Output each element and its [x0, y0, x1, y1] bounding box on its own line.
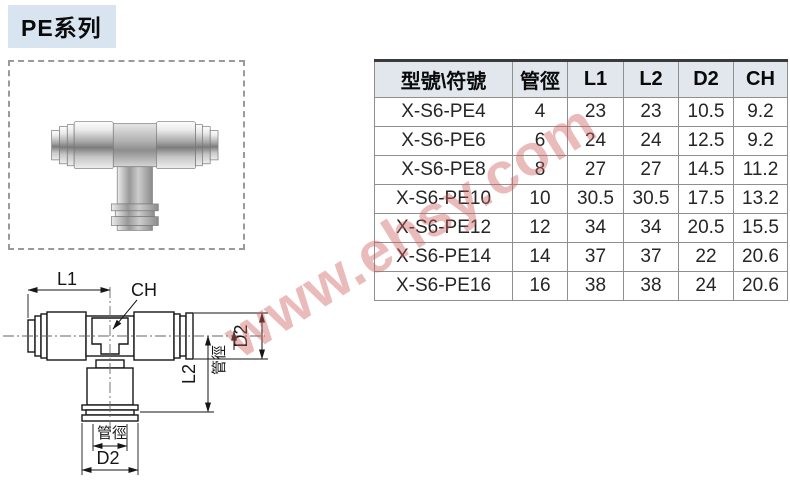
cell-dia: 12: [512, 213, 568, 243]
table-row: X-S6-PE16 16 38 38 24 20.6: [374, 271, 788, 301]
dim-label-l2: L2: [179, 364, 199, 384]
dimension-lines: L1 CH D2 管徑 L2 管徑: [27, 269, 268, 475]
dimension-drawing: L1 CH D2 管徑 L2 管徑: [0, 260, 290, 482]
cell-l2: 24: [623, 126, 679, 156]
cell-dia: 4: [512, 97, 568, 127]
dim-label-dia-bottom: 管徑: [97, 425, 127, 442]
centerlines: [3, 287, 265, 432]
cell-l1: 30.5: [567, 184, 624, 214]
cell-d2: 22: [678, 242, 734, 272]
cell-ch: 20.6: [733, 242, 788, 272]
cell-model: X-S6-PE8: [374, 155, 513, 185]
dim-label-d2-right: D2: [231, 324, 251, 347]
product-photo: [51, 121, 219, 231]
cell-l2: 37: [623, 242, 679, 272]
cell-l1: 34: [567, 213, 624, 243]
col-header-l2: L2: [623, 59, 679, 98]
col-header-model: 型號\符號: [374, 59, 513, 98]
cell-dia: 8: [512, 155, 568, 185]
dim-label-dia-right: 管徑: [211, 345, 228, 375]
table-row: X-S6-PE10 10 30.5 30.5 17.5 13.2: [374, 184, 788, 214]
cell-l1: 37: [567, 242, 624, 272]
cell-model: X-S6-PE6: [374, 126, 513, 156]
cell-model: X-S6-PE14: [374, 242, 513, 272]
cell-l1: 38: [567, 271, 624, 301]
col-header-dia: 管徑: [512, 59, 568, 98]
cell-l1: 23: [567, 97, 624, 127]
cell-model: X-S6-PE12: [374, 213, 513, 243]
spec-table: 型號\符號 管徑 L1 L2 D2 CH X-S6-PE4 4 23 23 10…: [374, 59, 788, 301]
fitting-outline: [27, 311, 194, 422]
cell-l2: 23: [623, 97, 679, 127]
spec-table-header: 型號\符號 管徑 L1 L2 D2 CH: [374, 59, 788, 98]
cell-l2: 34: [623, 213, 679, 243]
cell-model: X-S6-PE10: [374, 184, 513, 214]
cell-d2: 12.5: [678, 126, 734, 156]
fitting-photo-shapes: [51, 121, 219, 231]
col-header-l1: L1: [567, 59, 624, 98]
cell-d2: 10.5: [678, 97, 734, 127]
col-header-ch: CH: [733, 59, 788, 98]
table-row: X-S6-PE12 12 34 34 20.5 15.5: [374, 213, 788, 243]
dim-label-l1: L1: [57, 269, 77, 289]
product-photo-box: [8, 60, 245, 250]
cell-l1: 27: [567, 155, 624, 185]
cell-l2: 27: [623, 155, 679, 185]
cell-ch: 15.5: [733, 213, 788, 243]
cell-d2: 20.5: [678, 213, 734, 243]
cell-l2: 38: [623, 271, 679, 301]
cell-l2: 30.5: [623, 184, 679, 214]
cell-dia: 6: [512, 126, 568, 156]
cell-ch: 13.2: [733, 184, 788, 214]
dim-label-ch: CH: [131, 280, 157, 300]
cell-ch: 9.2: [733, 126, 788, 156]
cell-d2: 14.5: [678, 155, 734, 185]
table-row: X-S6-PE8 8 27 27 14.5 11.2: [374, 155, 788, 185]
cell-ch: 11.2: [733, 155, 788, 185]
cell-l1: 24: [567, 126, 624, 156]
dim-label-d2-bottom: D2: [96, 448, 119, 468]
cell-model: X-S6-PE4: [374, 97, 513, 127]
table-row: X-S6-PE14 14 37 37 22 20.6: [374, 242, 788, 272]
cell-dia: 16: [512, 271, 568, 301]
page-title: PE系列: [8, 5, 116, 48]
table-row: X-S6-PE6 6 24 24 12.5 9.2: [374, 126, 788, 156]
cell-d2: 24: [678, 271, 734, 301]
cell-d2: 17.5: [678, 184, 734, 214]
cell-model: X-S6-PE16: [374, 271, 513, 301]
cell-ch: 20.6: [733, 271, 788, 301]
col-header-d2: D2: [678, 59, 734, 98]
cell-dia: 14: [512, 242, 568, 272]
table-row: X-S6-PE4 4 23 23 10.5 9.2: [374, 97, 788, 127]
cell-ch: 9.2: [733, 97, 788, 127]
cell-dia: 10: [512, 184, 568, 214]
